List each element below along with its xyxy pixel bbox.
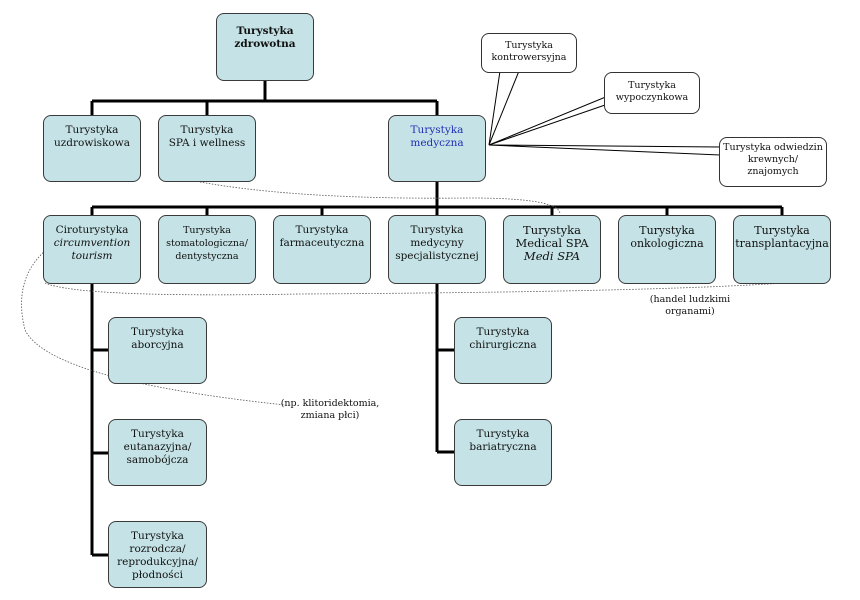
node-stomatologiczna: Turystyka stomatologiczna/ dentystyczna <box>158 215 256 284</box>
callout-wypoczynkowa-line1: Turystyka <box>628 80 676 91</box>
node-bariatryczna-line2: bariatryczna <box>469 441 537 453</box>
node-medical-spa: Turystyka Medical SPA Medi SPA <box>503 215 601 284</box>
node-rozrodcza: Turystyka rozrodcza/ reprodukcyjna/ płod… <box>108 521 207 588</box>
note-klitoridektomia-line2: zmiana płci) <box>300 410 360 421</box>
callout-kontrowersyjna-line1: Turystyka <box>505 40 553 51</box>
node-ciroturystyka: Ciroturystyka circumvention tourism <box>43 215 141 284</box>
note-klitoridektomia-line1: (np. klitoridektomia, <box>280 398 380 409</box>
node-rozrodcza-line4: płodności <box>132 569 183 581</box>
node-bariatryczna: Turystyka bariatryczna <box>454 419 552 486</box>
node-medyczna-line1: Turystyka <box>410 124 464 136</box>
node-uzdrowiskowa-line1: Turystyka <box>65 124 119 136</box>
node-ciroturystyka-line3: tourism <box>71 250 113 262</box>
node-medyczna: Turystyka medyczna <box>388 115 486 182</box>
callout-kontrowersyjna <box>481 33 577 73</box>
callout-wypoczynkowa-line2: wypoczynkowa <box>615 92 689 103</box>
node-onkologiczna: Turystyka onkologiczna <box>618 215 716 284</box>
node-root-line1: Turystyka <box>236 25 294 37</box>
node-aborcyjna-line2: aborcyjna <box>131 339 184 351</box>
callout-kontrowersyjna-text: Turystyka kontrowersyjna <box>481 40 577 64</box>
node-stomatologiczna-line2: stomatologiczna/ <box>166 238 248 249</box>
node-chirurgiczna-line2: chirurgiczna <box>469 339 537 351</box>
node-eutanazyjna-line1: Turystyka <box>131 428 184 440</box>
node-rozrodcza-line1: Turystyka <box>131 530 184 542</box>
node-stomatologiczna-line1: Turystyka <box>183 225 231 236</box>
dotted-curves <box>21 181 785 406</box>
node-ciroturystyka-line2: circumvention <box>53 237 131 249</box>
node-eutanazyjna-line2: eutanazyjna/ <box>123 441 192 453</box>
node-transplantacyjna-line1: Turystyka <box>754 224 810 237</box>
node-medicalspa-line1: Turystyka <box>523 223 581 237</box>
node-farmaceutyczna: Turystyka farmaceutyczna <box>273 215 371 284</box>
node-onkologiczna-line2: onkologiczna <box>630 237 704 250</box>
node-spa-line2: SPA i wellness <box>168 137 246 149</box>
note-handel-line1: (handel ludzkimi <box>649 294 731 305</box>
node-ciroturystyka-line1: Ciroturystyka <box>55 224 129 236</box>
node-stomatologiczna-line3: dentystyczna <box>175 251 239 262</box>
note-handel-line2: organami) <box>665 306 715 317</box>
node-uzdrowiskowa: Turystyka uzdrowiskowa <box>43 115 141 182</box>
node-chirurgiczna-line1: Turystyka <box>476 326 530 338</box>
node-spa-line1: Turystyka <box>180 124 234 136</box>
callout-odwiedzin <box>719 137 827 187</box>
node-medyczna-line2: medyczna <box>410 137 464 149</box>
node-specjalistycznej-line2: medycyny <box>410 237 464 249</box>
node-chirurgiczna: Turystyka chirurgiczna <box>454 317 552 384</box>
callout-odwiedzin-line2: krewnych/ <box>747 154 799 165</box>
callout-wypoczynkowa <box>604 72 700 114</box>
note-handel: (handel ludzkimi organami) <box>640 294 740 318</box>
node-specjalistycznej-line3: specjalistycznej <box>395 250 479 262</box>
node-medicalspa-line3: Medi SPA <box>523 249 581 263</box>
node-transplantacyjna-line2: transplantacyjna <box>735 237 829 250</box>
node-specjalistycznej-line1: Turystyka <box>410 224 464 236</box>
callout-wypoczynkowa-text: Turystyka wypoczynkowa <box>604 80 700 104</box>
node-farmaceutyczna-line1: Turystyka <box>295 224 349 236</box>
node-eutanazyjna-line3: samobójcza <box>126 454 189 466</box>
node-onkologiczna-line1: Turystyka <box>639 224 695 237</box>
node-aborcyjna: Turystyka aborcyjna <box>108 317 207 384</box>
node-transplantacyjna: Turystyka transplantacyjna <box>733 215 831 284</box>
node-eutanazyjna: Turystyka eutanazyjna/ samobójcza <box>108 419 207 486</box>
callout-odwiedzin-line1: Turystyka odwiedzin <box>723 142 823 153</box>
node-uzdrowiskowa-line2: uzdrowiskowa <box>53 137 131 149</box>
node-turystyka-zdrowotna: Turystyka zdrowotna <box>216 13 314 81</box>
node-specjalistycznej: Turystyka medycyny specjalistycznej <box>388 215 486 284</box>
node-rozrodcza-line2: rozrodcza/ <box>129 543 186 555</box>
note-klitoridektomia: (np. klitoridektomia, zmiana płci) <box>272 398 388 422</box>
node-spa-wellness: Turystyka SPA i wellness <box>158 115 256 182</box>
node-bariatryczna-line1: Turystyka <box>476 428 530 440</box>
node-root-line2: zdrowotna <box>234 38 296 50</box>
connector-lines <box>90 80 784 557</box>
node-medicalspa-line2: Medical SPA <box>515 236 589 250</box>
node-farmaceutyczna-line2: farmaceutyczna <box>279 237 365 249</box>
callout-kontrowersyjna-line2: kontrowersyjna <box>491 52 567 63</box>
callout-odwiedzin-text: Turystyka odwiedzin krewnych/ znajomych <box>719 142 827 178</box>
node-rozrodcza-line3: reprodukcyjna/ <box>117 556 198 568</box>
callout-odwiedzin-line3: znajomych <box>747 166 799 177</box>
node-aborcyjna-line1: Turystyka <box>131 326 184 338</box>
